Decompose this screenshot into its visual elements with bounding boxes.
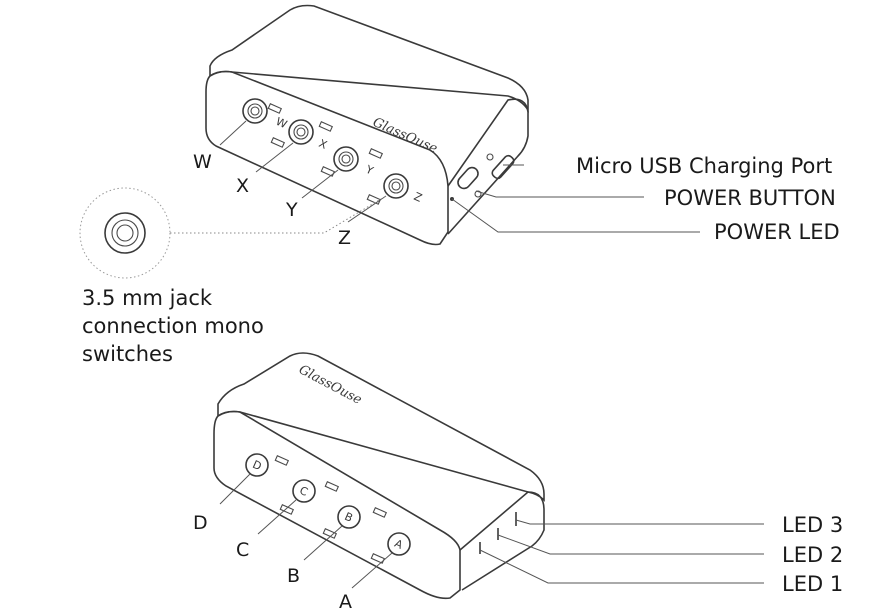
jack-note-line-1: 3.5 mm jack [82, 286, 213, 310]
jack-pointer [170, 195, 387, 234]
button-label-a: A [339, 591, 352, 613]
led-1-leader [479, 549, 764, 584]
led-2-label: LED 2 [782, 543, 843, 567]
power-button-callout: POWER BUTTON [664, 186, 836, 210]
power-button [457, 166, 479, 190]
led-1-label: LED 1 [782, 572, 843, 596]
svg-text:Y: Y [363, 162, 376, 177]
port-label-x: X [236, 175, 249, 197]
bottom-device: D C B A GlassOuse [213, 352, 764, 600]
power-led-callout: POWER LED [714, 220, 840, 244]
button-label-d: D [193, 512, 208, 534]
bottom-device-side-face [459, 491, 545, 591]
port-z: Z [366, 173, 425, 205]
led-3-leader [515, 519, 764, 525]
jack-note: 3.5 mm jack connection mono switches [82, 284, 264, 368]
port-label-y: Y [285, 199, 298, 221]
svg-text:C: C [297, 484, 310, 499]
bottom-device-top-face [217, 352, 545, 502]
button-d: D [245, 453, 290, 477]
svg-text:Z: Z [412, 190, 425, 205]
top-device-front-face [205, 75, 449, 246]
button-label-c: C [236, 539, 249, 561]
svg-text:A: A [392, 537, 405, 552]
button-a: A [370, 532, 411, 564]
top-device-top-face [209, 4, 529, 113]
svg-text:X: X [317, 137, 330, 152]
top-device-side-face [447, 98, 529, 235]
jack-zoom-bubble [79, 187, 171, 279]
button-b: B [322, 505, 388, 539]
bottom-device-front-face [213, 415, 461, 600]
power-button-leader [475, 190, 644, 198]
jack-note-line-3: switches [82, 342, 173, 366]
button-label-b: B [287, 565, 300, 587]
svg-text:B: B [342, 510, 354, 525]
top-device-logo: GlassOuse [370, 115, 439, 157]
side-hole [486, 153, 494, 161]
power-button-hole [474, 190, 482, 198]
svg-text:D: D [250, 458, 263, 473]
port-label-z: Z [338, 227, 351, 249]
led-3-label: LED 3 [782, 513, 843, 537]
port-w: W [242, 98, 289, 131]
power-led-leader [451, 198, 700, 233]
bottom-device-logo: GlassOuse [296, 362, 364, 408]
top-device: W X Y Z GlassOuse [170, 4, 700, 246]
port-y: Y [320, 146, 384, 178]
port-x: X [270, 119, 334, 152]
button-c: C [279, 479, 340, 515]
port-label-w: W [193, 151, 212, 173]
led-2-leader [497, 534, 764, 555]
usb-port-callout: Micro USB Charging Port [576, 154, 832, 178]
micro-usb-port [491, 154, 515, 180]
svg-text:W: W [274, 115, 289, 131]
jack-note-line-2: connection mono [82, 314, 264, 338]
